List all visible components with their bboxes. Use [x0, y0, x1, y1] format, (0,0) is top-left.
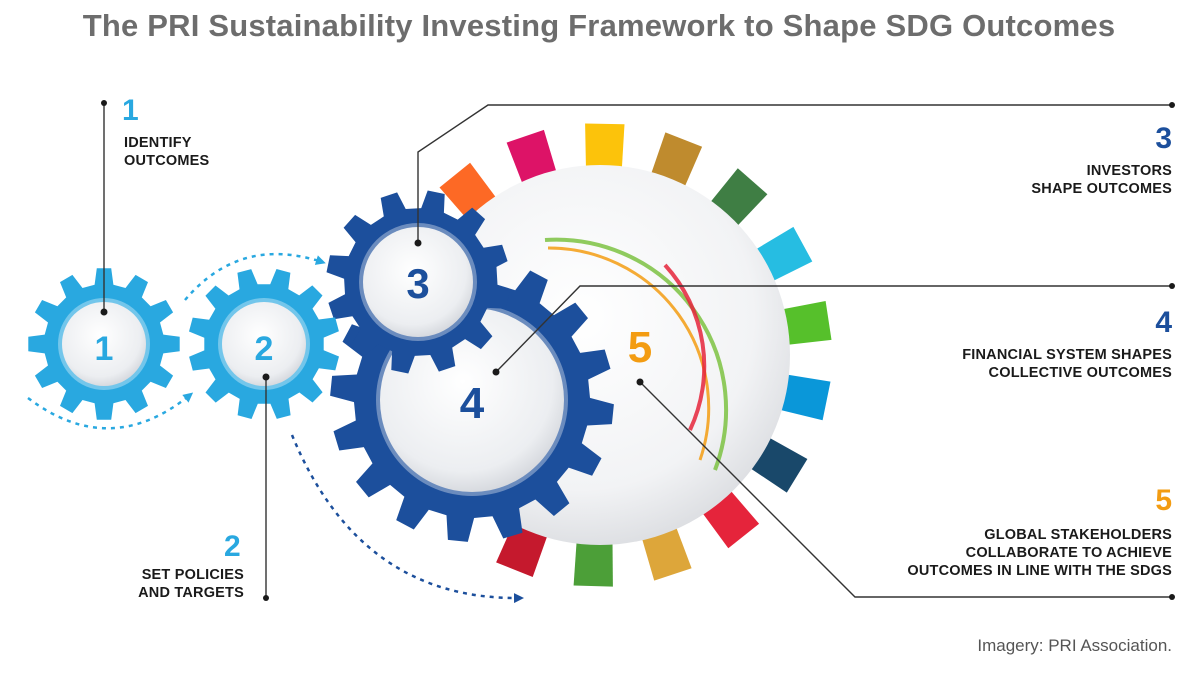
step-2-label: SET POLICIES AND TARGETS — [138, 566, 244, 602]
gear-1 — [28, 268, 180, 420]
gear-2-hub — [222, 302, 306, 386]
hub-arc-orange — [547, 246, 711, 461]
step-3-line-2: SHAPE OUTCOMES — [1031, 181, 1172, 197]
gear-3-number: 3 — [406, 260, 429, 307]
step-2-line-2: AND TARGETS — [138, 585, 244, 601]
gear-3-hub — [363, 227, 473, 337]
step-2-line-1: SET POLICIES — [141, 567, 244, 583]
gear-3 — [326, 190, 510, 374]
dotted-arrow-to-5 — [290, 434, 524, 604]
step-1-number: 1 — [122, 94, 139, 127]
step-5-line-2: COLLABORATE TO ACHIEVE — [965, 545, 1172, 561]
step-5-label: GLOBAL STAKEHOLDERS COLLABORATE TO ACHIE… — [907, 526, 1172, 580]
step-3-number: 3 — [1155, 122, 1172, 155]
gear-1-hub — [62, 302, 146, 386]
step-1-line-2: OUTCOMES — [124, 153, 210, 169]
step-5-line-3: OUTCOMES IN LINE WITH THE SDGS — [907, 563, 1172, 579]
step-1-line-1: IDENTIFY — [124, 135, 192, 151]
gear-2-number: 2 — [255, 330, 274, 368]
step-4-number: 4 — [1155, 306, 1172, 339]
step-5-line-1: GLOBAL STAKEHOLDERS — [984, 527, 1172, 543]
leader-line-3 — [417, 104, 1172, 243]
gear-2 — [189, 269, 339, 419]
step-4-line-1: FINANCIAL SYSTEM SHAPES — [962, 347, 1172, 363]
leader-dots — [100, 100, 1175, 601]
gears — [28, 190, 614, 542]
image-credit: Imagery: PRI Association. — [977, 636, 1172, 655]
step-2-number: 2 — [224, 530, 241, 563]
leader-line-4 — [495, 285, 1172, 373]
dotted-arrow-1-to-2 — [27, 392, 194, 430]
step-3-line-1: INVESTORS — [1086, 163, 1172, 179]
step-3-label: INVESTORS SHAPE OUTCOMES — [1031, 162, 1172, 198]
gear-4-number: 4 — [460, 379, 485, 428]
step-5-number: 5 — [1155, 484, 1172, 517]
step-4-line-2: COLLECTIVE OUTCOMES — [988, 365, 1172, 381]
step-1-label: IDENTIFY OUTCOMES — [124, 134, 209, 170]
page-title: The PRI Sustainability Investing Framewo… — [82, 8, 1116, 43]
leader-lines — [103, 103, 1172, 598]
dotted-arrow-2-to-3 — [184, 252, 326, 301]
step-4-label: FINANCIAL SYSTEM SHAPES COLLECTIVE OUTCO… — [962, 346, 1172, 382]
gear-1-number: 1 — [95, 330, 114, 368]
leader-line-5 — [639, 381, 1172, 598]
gear-5-number: 5 — [628, 323, 652, 372]
hub-arc-red — [663, 263, 707, 431]
